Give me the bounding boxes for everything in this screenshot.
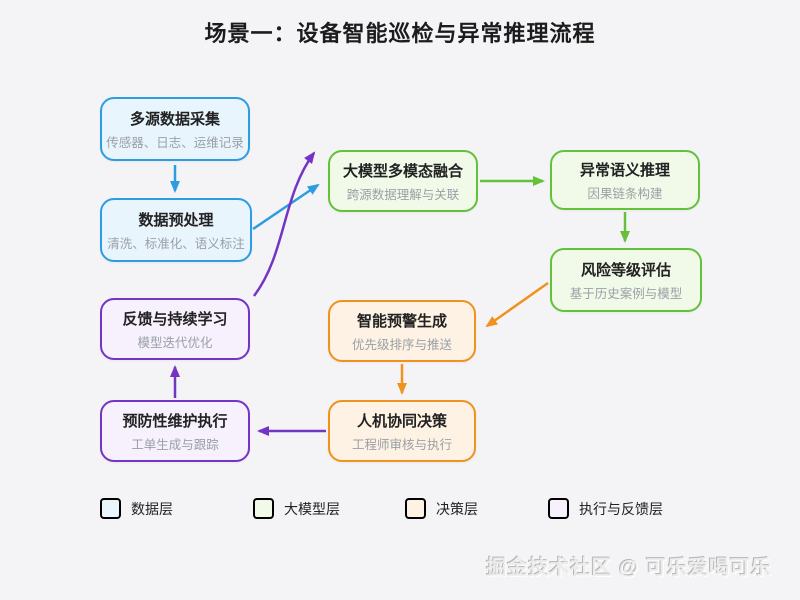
node-risk-assessment: 风险等级评估 基于历史案例与模型 bbox=[550, 248, 702, 312]
node-title: 大模型多模态融合 bbox=[342, 162, 463, 180]
legend-swatch-feedback bbox=[548, 498, 569, 519]
legend-label: 决策层 bbox=[436, 500, 478, 517]
legend-item-data-layer: 数据层 bbox=[100, 498, 173, 519]
node-subtitle: 优先级排序与推送 bbox=[351, 337, 452, 352]
node-alert-generation: 智能预警生成 优先级排序与推送 bbox=[328, 300, 476, 362]
node-subtitle: 工程师审核与执行 bbox=[351, 437, 452, 452]
node-human-machine-decision: 人机协同决策 工程师审核与执行 bbox=[328, 400, 476, 462]
edge-preprocess-to-fusion bbox=[252, 183, 320, 231]
node-subtitle: 基于历史案例与模型 bbox=[569, 286, 683, 301]
legend-label: 大模型层 bbox=[284, 500, 340, 517]
node-subtitle: 清洗、标准化、语义标注 bbox=[107, 236, 245, 251]
legend-swatch-data bbox=[100, 498, 121, 519]
node-subtitle: 跨源数据理解与关联 bbox=[346, 187, 460, 202]
legend-swatch-model bbox=[253, 498, 274, 519]
watermark: 掘金技术社区 @ 可乐爱喝可乐 bbox=[486, 557, 772, 579]
page-title: 场景一：设备智能巡检与异常推理流程 bbox=[204, 21, 596, 46]
node-anomaly-reasoning: 异常语义推理 因果链条构建 bbox=[550, 150, 700, 210]
node-multimodal-fusion: 大模型多模态融合 跨源数据理解与关联 bbox=[328, 150, 478, 212]
node-title: 异常语义推理 bbox=[579, 161, 670, 179]
node-title: 多源数据采集 bbox=[129, 110, 220, 128]
legend-item-decision-layer: 决策层 bbox=[405, 498, 478, 519]
node-title: 风险等级评估 bbox=[580, 261, 671, 279]
node-subtitle: 模型迭代优化 bbox=[137, 335, 213, 350]
node-data-collection: 多源数据采集 传感器、日志、运维记录 bbox=[100, 97, 250, 161]
legend-label: 执行与反馈层 bbox=[579, 500, 663, 517]
edge-risk-to-alert bbox=[485, 281, 549, 328]
node-title: 反馈与持续学习 bbox=[122, 310, 228, 328]
node-feedback-learning: 反馈与持续学习 模型迭代优化 bbox=[100, 298, 250, 360]
legend-item-model-layer: 大模型层 bbox=[253, 498, 340, 519]
node-subtitle: 工单生成与跟踪 bbox=[131, 437, 219, 452]
legend-label: 数据层 bbox=[131, 500, 173, 517]
legend-item-feedback-layer: 执行与反馈层 bbox=[548, 498, 663, 519]
node-title: 人机协同决策 bbox=[356, 412, 447, 430]
node-title: 智能预警生成 bbox=[356, 312, 447, 330]
node-preventive-maintenance: 预防性维护执行 工单生成与跟踪 bbox=[100, 400, 250, 462]
node-subtitle: 传感器、日志、运维记录 bbox=[106, 135, 244, 150]
node-preprocessing: 数据预处理 清洗、标准化、语义标注 bbox=[100, 198, 252, 262]
node-subtitle: 因果链条构建 bbox=[587, 186, 663, 201]
node-title: 数据预处理 bbox=[138, 211, 214, 229]
node-title: 预防性维护执行 bbox=[122, 412, 228, 430]
edge-feedback-to-fusion bbox=[253, 151, 316, 297]
legend-swatch-decision bbox=[405, 498, 426, 519]
